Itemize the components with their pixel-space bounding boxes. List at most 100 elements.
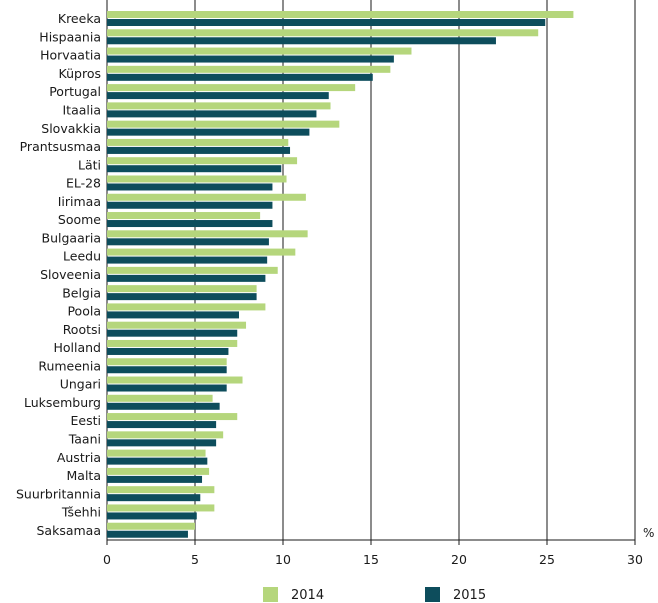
bar-iirimaa-2015 <box>107 201 273 209</box>
bar-rumeenia-2015 <box>107 366 227 374</box>
tick-label: 25 <box>539 552 555 567</box>
bar-luksemburg-2015 <box>107 402 220 410</box>
category-label: Sloveenia <box>40 267 101 282</box>
unit-label: % <box>643 526 654 540</box>
bar-eesti-2014 <box>107 413 238 421</box>
bar-suurbritannia-2015 <box>107 494 201 502</box>
category-label: Eesti <box>71 413 101 428</box>
category-label: Prantsusmaa <box>20 139 101 154</box>
bar-holland-2015 <box>107 347 229 355</box>
bar-hispaania-2015 <box>107 37 496 45</box>
bar-horvaatia-2015 <box>107 55 394 63</box>
bar-eesti-2015 <box>107 421 217 429</box>
bar-portugal-2014 <box>107 84 356 92</box>
category-label: Rootsi <box>63 322 101 337</box>
legend: 2014 2015 <box>263 587 486 603</box>
bar-horvaatia-2014 <box>107 47 412 55</box>
bar-tšehhi-2015 <box>107 512 197 520</box>
bar-taani-2015 <box>107 439 217 447</box>
bar-tšehhi-2014 <box>107 504 215 512</box>
bar-luksemburg-2014 <box>107 394 213 402</box>
legend-label-2015: 2015 <box>453 588 486 603</box>
bar-slovakkia-2015 <box>107 128 310 136</box>
tick-label: 0 <box>103 552 111 567</box>
bar-poola-2014 <box>107 303 266 311</box>
category-label: Poola <box>67 304 101 319</box>
bars <box>107 11 574 538</box>
category-label: Horvaatia <box>40 48 101 63</box>
category-label: Hispaania <box>39 29 101 44</box>
bar-leedu-2015 <box>107 256 268 264</box>
bar-soome-2015 <box>107 220 273 228</box>
bar-kreeka-2014 <box>107 11 574 18</box>
bar-küpros-2014 <box>107 65 391 73</box>
bar-sloveenia-2015 <box>107 274 266 282</box>
category-label: Ungari <box>60 377 101 392</box>
bar-sloveenia-2014 <box>107 266 278 274</box>
category-labels: KreekaHispaaniaHorvaatiaKüprosPortugalIt… <box>16 11 101 538</box>
bar-belgia-2014 <box>107 285 257 293</box>
category-label: EL-28 <box>66 176 101 191</box>
bar-el-28-2015 <box>107 183 273 191</box>
bar-saksamaa-2015 <box>107 530 188 538</box>
bar-soome-2014 <box>107 212 261 220</box>
category-label: Slovakkia <box>41 121 101 136</box>
bar-belgia-2015 <box>107 293 257 301</box>
bar-rootsi-2014 <box>107 321 247 329</box>
bar-austria-2015 <box>107 457 208 465</box>
bar-bulgaaria-2015 <box>107 238 269 246</box>
bar-kreeka-2015 <box>107 19 546 26</box>
bar-leedu-2014 <box>107 248 296 256</box>
bar-läti-2014 <box>107 157 298 165</box>
bar-läti-2015 <box>107 165 282 173</box>
tick-label: 15 <box>363 552 379 567</box>
bar-malta-2015 <box>107 475 203 483</box>
bar-poola-2015 <box>107 311 239 319</box>
bar-prantsusmaa-2015 <box>107 146 291 154</box>
category-label: Belgia <box>62 285 101 300</box>
bar-suurbritannia-2014 <box>107 486 215 494</box>
bar-iirimaa-2014 <box>107 193 306 201</box>
category-label: Iirimaa <box>58 194 101 209</box>
bar-ungari-2015 <box>107 384 227 392</box>
category-label: Tšehhi <box>61 505 101 520</box>
bar-holland-2014 <box>107 339 238 347</box>
category-label: Malta <box>67 468 101 483</box>
category-label: Soome <box>58 212 101 227</box>
bar-itaalia-2015 <box>107 110 317 118</box>
category-label: Kreeka <box>58 11 101 26</box>
legend-label-2014: 2014 <box>291 588 324 603</box>
category-label: Leedu <box>63 249 101 264</box>
bar-itaalia-2014 <box>107 102 331 110</box>
bar-hispaania-2014 <box>107 29 539 37</box>
category-label: Suurbritannia <box>16 486 101 501</box>
bar-slovakkia-2014 <box>107 120 340 128</box>
bar-rootsi-2015 <box>107 329 238 337</box>
bar-ungari-2014 <box>107 376 243 384</box>
bar-austria-2014 <box>107 449 206 457</box>
category-label: Luksemburg <box>24 395 101 410</box>
tick-label: 20 <box>451 552 467 567</box>
tick-label: 5 <box>191 552 199 567</box>
category-label: Läti <box>78 157 101 172</box>
category-label: Rumeenia <box>38 358 101 373</box>
category-label: Saksamaa <box>36 523 101 538</box>
category-label: Taani <box>68 431 101 446</box>
category-label: Holland <box>53 340 101 355</box>
category-label: Itaalia <box>62 103 101 118</box>
legend-swatch-2014 <box>263 587 278 602</box>
bar-malta-2014 <box>107 467 210 475</box>
bar-taani-2014 <box>107 431 224 439</box>
bar-küpros-2015 <box>107 73 373 81</box>
tick-label: 10 <box>275 552 291 567</box>
legend-swatch-2015 <box>425 587 440 602</box>
bar-bulgaaria-2014 <box>107 230 308 238</box>
category-label: Portugal <box>49 84 101 99</box>
bar-portugal-2015 <box>107 92 329 100</box>
bar-prantsusmaa-2014 <box>107 138 289 146</box>
category-label: Bulgaaria <box>42 230 102 245</box>
bar-el-28-2014 <box>107 175 287 183</box>
category-label: Austria <box>57 450 101 465</box>
